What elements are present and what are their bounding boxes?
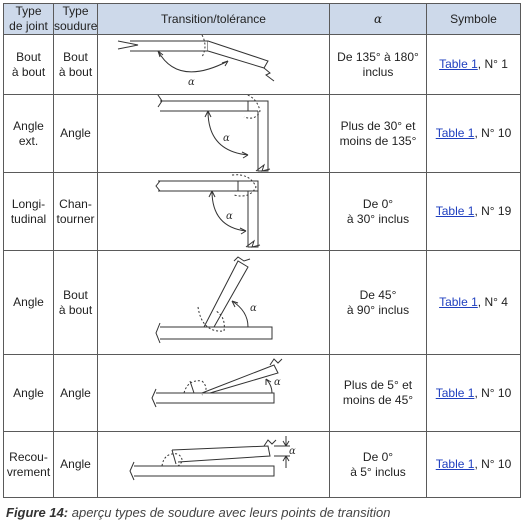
alpha-label: α xyxy=(223,133,230,144)
type-joint-cell: Bout à bout xyxy=(3,34,54,95)
transition-diagram-overlap: α xyxy=(97,431,330,498)
header-type-joint: Type de joint xyxy=(3,3,54,35)
weld-types-table: Type de joint Type soudure Transition/to… xyxy=(3,3,521,498)
alpha-range-cell: De 0° à 30° inclus xyxy=(329,172,427,251)
type-soudure-cell: Chan- tourner xyxy=(53,172,98,251)
symbol-number: , N° 10 xyxy=(474,385,512,400)
symbol-number: , N° 1 xyxy=(477,57,508,71)
type-joint-cell: Angle xyxy=(3,250,54,355)
transition-diagram-corner: α xyxy=(97,94,330,173)
table-link[interactable]: Table 1 xyxy=(435,126,475,140)
alpha-range-cell: De 45° à 90° inclus xyxy=(329,250,427,355)
table-row: Recou- vrement Angle xyxy=(3,431,521,498)
symbol-cell: Table 1, N° 10 xyxy=(426,354,521,432)
table-row: Longi- tudinal Chan- tourner xyxy=(3,172,521,251)
table-row: Angle Angle α xyxy=(3,354,521,432)
symbol-cell: Table 1, N° 4 xyxy=(426,250,521,355)
alpha-label: α xyxy=(250,303,257,314)
symbol-cell: Table 1, N° 19 xyxy=(426,172,521,251)
header-alpha: α xyxy=(329,3,427,35)
alpha-label: α xyxy=(226,211,233,222)
type-soudure-cell: Angle xyxy=(53,431,98,498)
table-link[interactable]: Table 1 xyxy=(439,295,478,309)
symbol-number: , N° 4 xyxy=(477,295,508,309)
header-row: Type de joint Type soudure Transition/to… xyxy=(3,3,521,35)
table-link[interactable]: Table 1 xyxy=(439,57,478,71)
table-row: Angle Bout à bout α xyxy=(3,250,521,355)
symbol-cell: Table 1, N° 10 xyxy=(426,94,521,173)
type-soudure-cell: Bout à bout xyxy=(53,34,98,95)
transition-diagram-angle-fillet: α xyxy=(97,354,330,432)
header-type-soudure: Type soudure xyxy=(53,3,98,35)
figure-caption-text: aperçu types de soudure avec leurs point… xyxy=(68,505,391,520)
type-joint-cell: Angle ext. xyxy=(3,94,54,173)
table-row: Bout à bout Bout à bout xyxy=(3,34,521,95)
type-joint-cell: Angle xyxy=(3,354,54,432)
alpha-range-cell: Plus de 5° et moins de 45° xyxy=(329,354,427,432)
table-row: Angle ext. Angle xyxy=(3,94,521,173)
type-joint-cell: Recou- vrement xyxy=(3,431,54,498)
transition-diagram-longitudinal: α xyxy=(97,172,330,251)
header-transition: Transition/tolérance xyxy=(97,3,330,35)
header-symbole: Symbole xyxy=(426,3,521,35)
type-soudure-cell: Angle xyxy=(53,354,98,432)
symbol-number: , N° 10 xyxy=(474,457,512,471)
alpha-label: α xyxy=(289,446,296,457)
symbol-number: , N° 19 xyxy=(474,204,512,218)
symbol-cell: Table 1, N° 1 xyxy=(426,34,521,95)
figure-caption: Figure 14: aperçu types de soudure avec … xyxy=(6,505,390,520)
alpha-range-cell: De 135° à 180° inclus xyxy=(329,34,427,95)
table-link[interactable]: Table 1 xyxy=(435,457,475,471)
transition-diagram-angle-butt: α xyxy=(97,250,330,355)
symbol-cell: Table 1, N° 10 xyxy=(426,431,521,498)
alpha-label: α xyxy=(274,377,281,388)
symbol-number: , N° 10 xyxy=(474,126,512,140)
type-soudure-cell: Bout à bout xyxy=(53,250,98,355)
type-soudure-cell: Angle xyxy=(53,94,98,173)
alpha-range-cell: De 0° à 5° inclus xyxy=(329,431,427,498)
table-link[interactable]: Table 1 xyxy=(435,385,475,400)
figure-label: Figure 14: xyxy=(6,505,69,520)
alpha-range-cell: Plus de 30° et moins de 135° xyxy=(329,94,427,173)
table-link[interactable]: Table 1 xyxy=(435,204,475,218)
transition-diagram-butt: α xyxy=(97,34,330,95)
alpha-label: α xyxy=(188,77,195,88)
type-joint-cell: Longi- tudinal xyxy=(3,172,54,251)
